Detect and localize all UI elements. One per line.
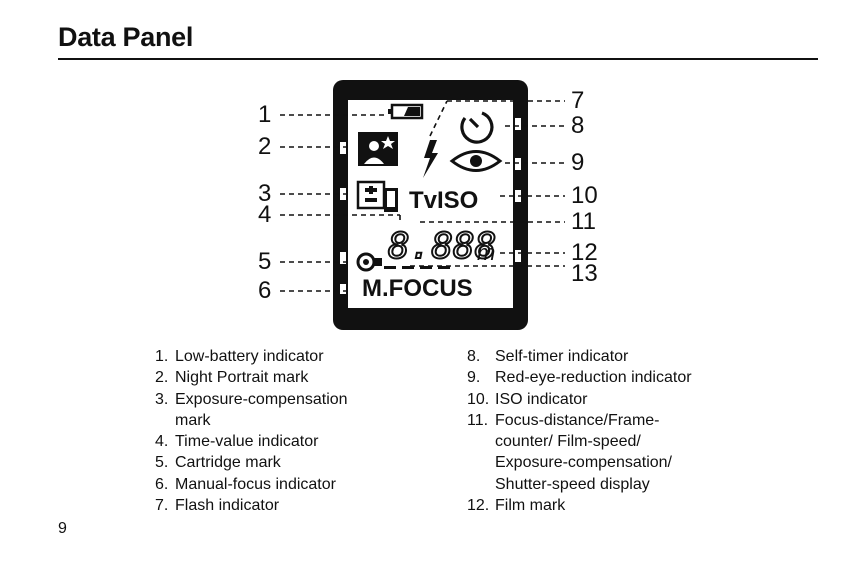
- callout-9: 9: [571, 149, 585, 176]
- lcd-diagram: TvISO 8.888 m M.FOCUS: [280, 80, 565, 330]
- legend-item: 8. Self-timer indicator: [467, 346, 717, 367]
- callout-11: 11: [571, 208, 596, 235]
- legend-right: 8. Self-timer indicator 9. Red-eye-reducti…: [467, 346, 717, 516]
- callout-7: 7: [571, 87, 585, 114]
- red-eye-icon: [449, 150, 503, 172]
- legend-item: 9. Red-eye-reduction indicator: [467, 367, 717, 388]
- legend-item: 5. Cartridge mark: [155, 452, 380, 473]
- callout-6: 6: [258, 277, 272, 304]
- exposure-compensation-icon: [356, 180, 398, 212]
- legend-text: Night Portrait mark: [175, 369, 309, 387]
- legend-num: 7.: [155, 497, 169, 515]
- legend-item: 10. ISO indicator: [467, 389, 717, 410]
- self-timer-icon: [460, 111, 494, 144]
- legend-item: 1. Low-battery indicator: [155, 346, 380, 367]
- film-mark: [384, 266, 450, 269]
- legend-num: 9.: [467, 369, 481, 387]
- legend-num: 12.: [467, 497, 490, 515]
- legend-text: Exposure-compensation mark: [175, 390, 348, 429]
- leader-lines: [280, 100, 565, 292]
- low-battery-icon: [388, 103, 424, 120]
- callout-8: 8: [571, 112, 585, 139]
- counter-display: 8.888: [388, 226, 496, 267]
- legend-item: 2. Night Portrait mark: [155, 367, 380, 388]
- callout-3: 3: [258, 180, 272, 207]
- legend-item: 7. Flash indicator: [155, 495, 380, 516]
- legend-num: 5.: [155, 454, 169, 472]
- legend-num: 4.: [155, 433, 169, 451]
- legend-text: Focus-distance/Frame-counter/ Film-speed…: [495, 411, 672, 493]
- page-number: 9: [58, 520, 67, 537]
- callout-1: 1: [258, 101, 272, 128]
- legend-text: Cartridge mark: [175, 454, 281, 472]
- callout-2: 2: [258, 133, 272, 160]
- legend-item: 3. Exposure-compensation mark: [155, 389, 380, 432]
- callout-10: 10: [571, 182, 598, 209]
- legend-text: Flash indicator: [175, 497, 280, 515]
- counter-unit: m: [477, 240, 495, 265]
- title-rule: [58, 58, 818, 60]
- callout-12: 12: [571, 239, 598, 266]
- legend-num: 6.: [155, 475, 169, 493]
- legend-text: Film mark: [495, 497, 566, 515]
- legend-item: 12. Film mark: [467, 495, 717, 516]
- legend-num: 10.: [467, 390, 490, 408]
- legend-text: Manual-focus indicator: [175, 475, 336, 493]
- night-portrait-icon: [358, 132, 398, 166]
- page-title: Data Panel: [58, 22, 194, 52]
- legend-text: ISO indicator: [495, 390, 588, 408]
- legend-item: 4. Time-value indicator: [155, 431, 380, 452]
- callout-13: 13: [571, 260, 598, 287]
- legend-num: 11.: [467, 411, 489, 429]
- manual-focus-indicator: M.FOCUS: [362, 275, 473, 302]
- legend-text: Red-eye-reduction indicator: [495, 369, 692, 387]
- legend-item: 11. Focus-distance/Frame-counter/ Film-sp…: [467, 410, 700, 495]
- legend-num: 1.: [155, 348, 169, 365]
- callout-4: 4: [258, 201, 272, 228]
- cartridge-icon: [356, 252, 382, 272]
- legend-num: 8.: [467, 348, 481, 365]
- legend-left: 1. Low-battery indicator 2. Night Portrait…: [155, 346, 380, 516]
- callout-5: 5: [258, 248, 272, 275]
- legend-text: Low-battery indicator: [175, 348, 324, 365]
- legend-num: 3.: [155, 390, 169, 408]
- legend-num: 2.: [155, 369, 169, 387]
- legend-text: Time-value indicator: [175, 433, 319, 451]
- legend-text: Self-timer indicator: [495, 348, 629, 365]
- legend-item: 6. Manual-focus indicator: [155, 474, 380, 495]
- tv-iso-indicator: TvISO: [409, 187, 478, 214]
- flash-icon: [423, 140, 438, 178]
